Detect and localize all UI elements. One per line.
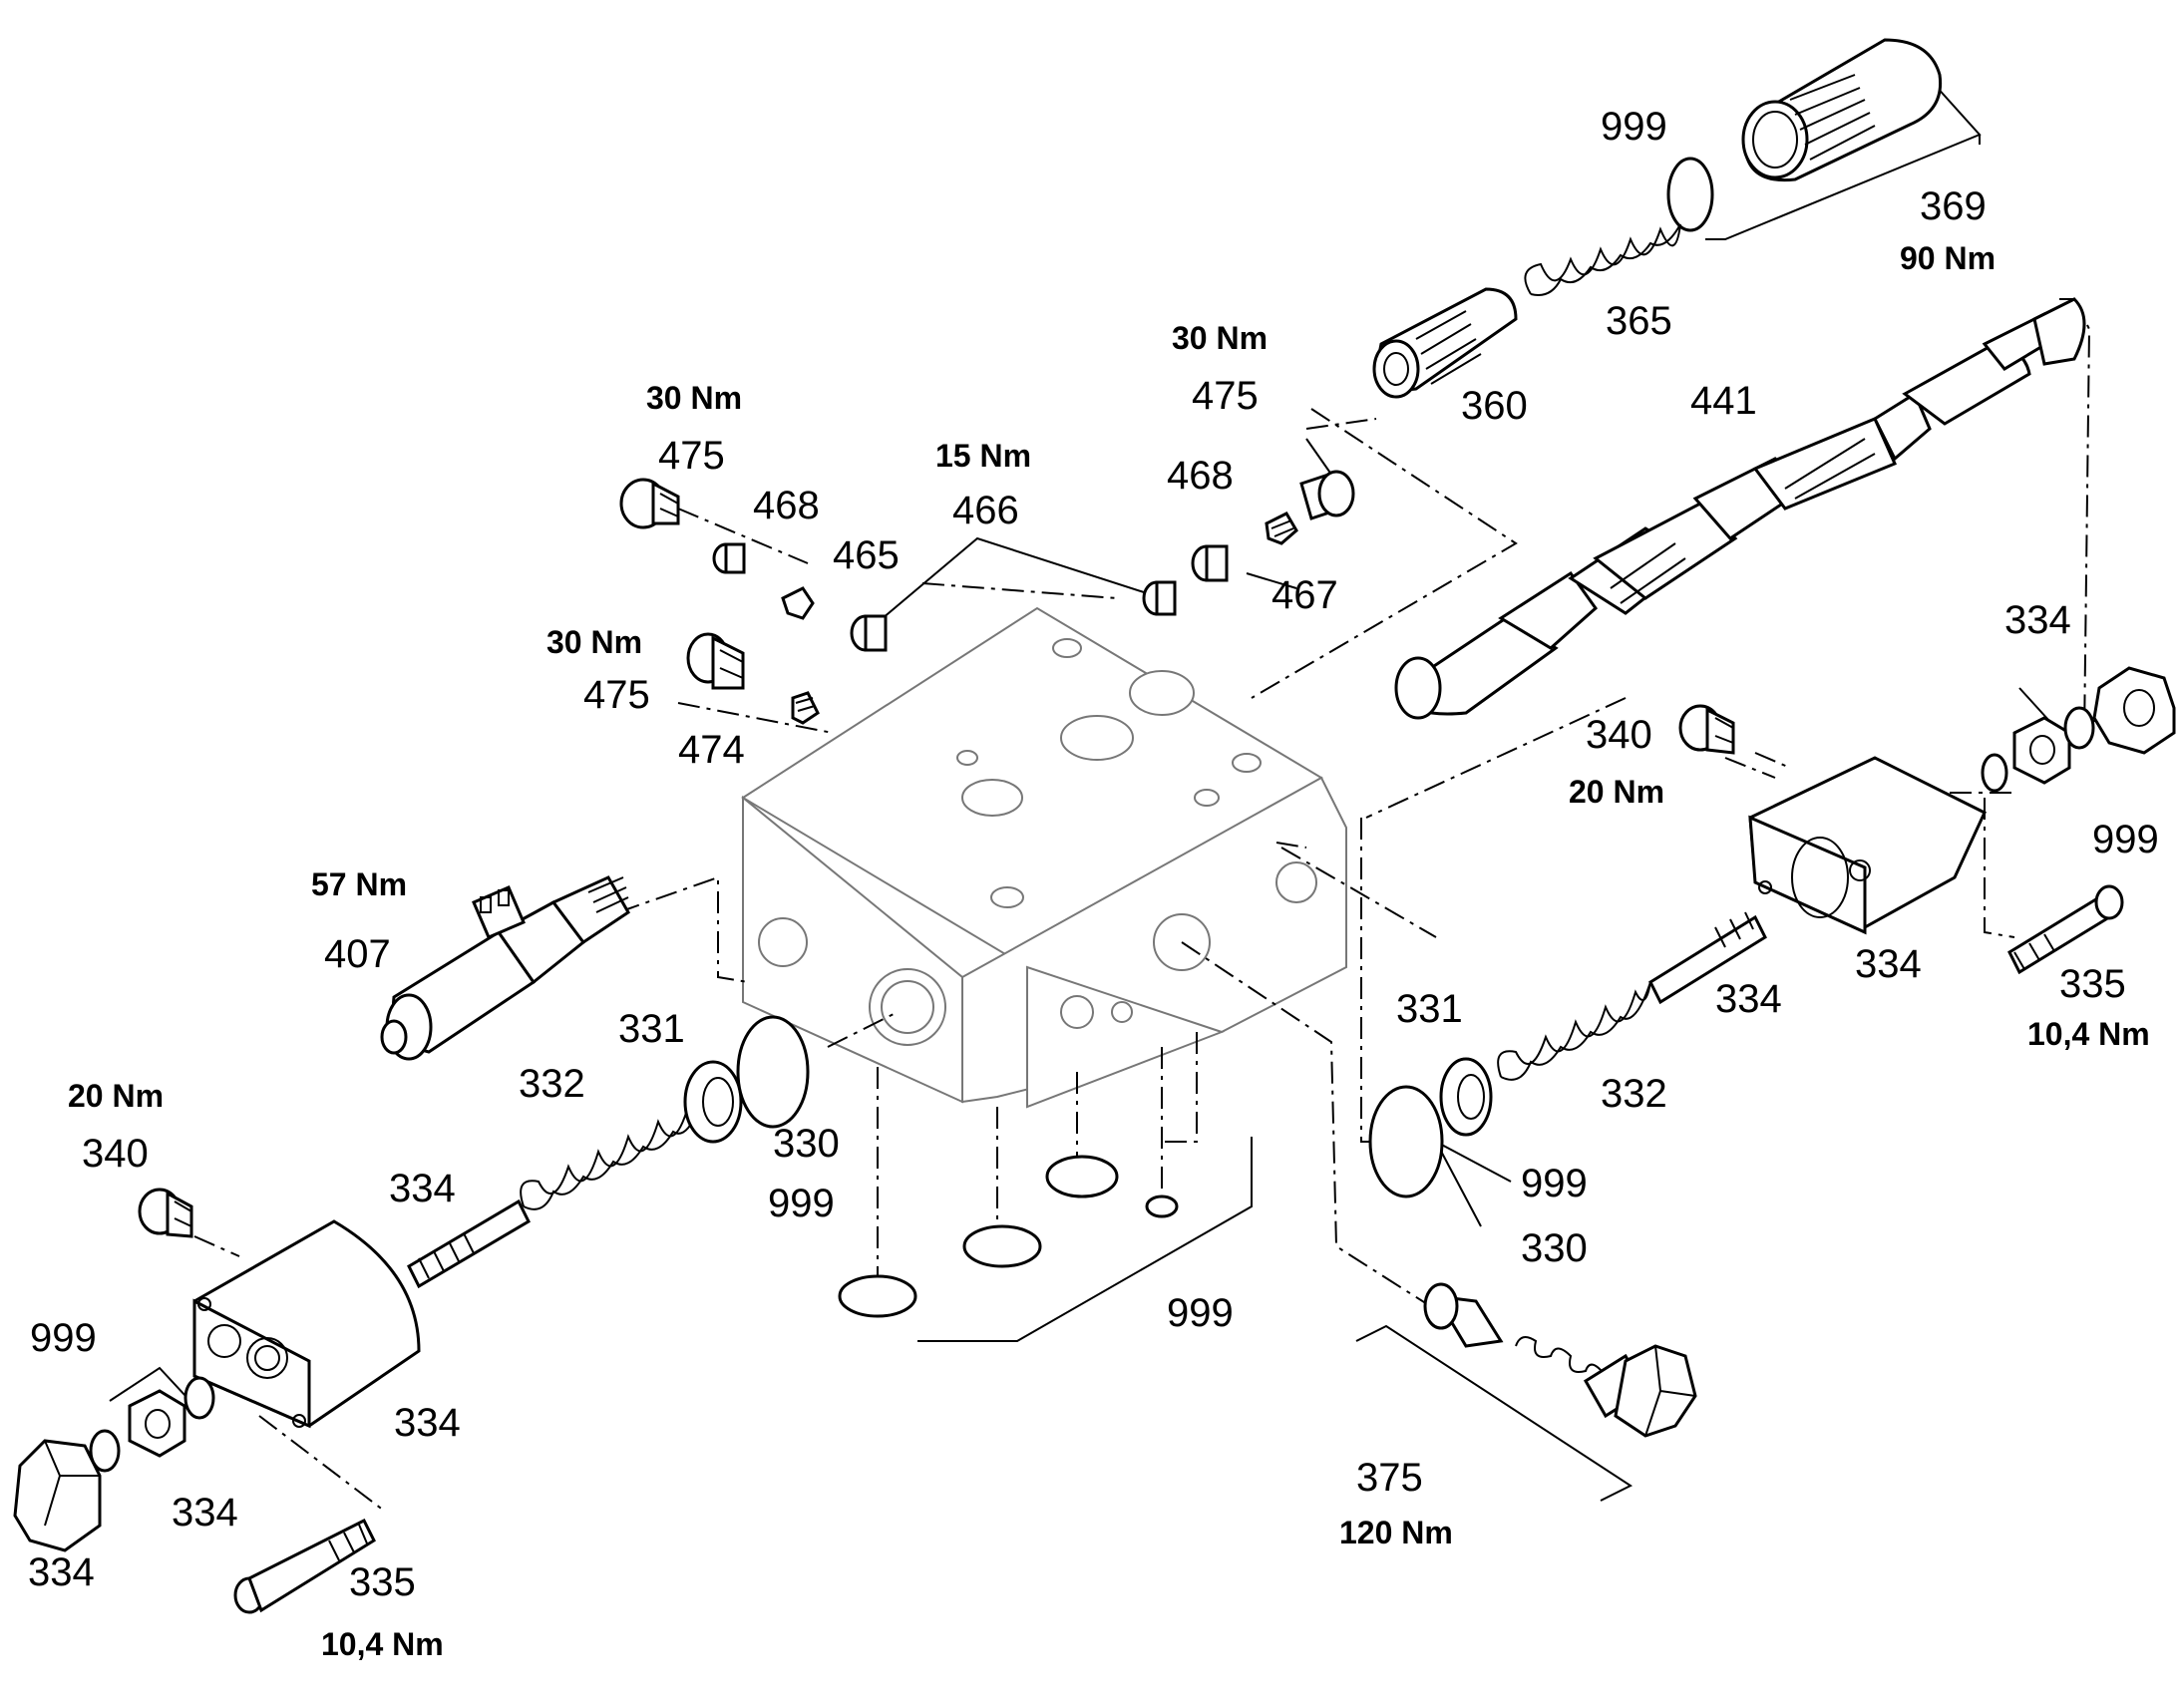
plug-475-left-top [619, 478, 680, 529]
plug-468-left [712, 542, 746, 574]
label-999: 999 [768, 1182, 835, 1225]
valve-block-housing [741, 606, 1347, 1109]
label-466: 466 [952, 489, 1019, 532]
o-ring-999-right-a [1981, 753, 2008, 793]
label-360: 360 [1461, 384, 1528, 428]
part-number-labels: 999 369 365 360 441 475 468 465 466 475 … [28, 105, 2159, 1604]
torque-20nm: 20 Nm [68, 1078, 164, 1114]
label-334: 334 [1855, 942, 1922, 986]
valve-sleeve-360 [1372, 287, 1518, 399]
label-999: 999 [1521, 1162, 1588, 1205]
label-999: 999 [1601, 105, 1667, 149]
label-334: 334 [1715, 977, 1782, 1021]
label-468: 468 [753, 484, 820, 527]
spring-375 [1515, 1336, 1607, 1377]
nut-334-left-large [13, 1439, 102, 1552]
label-330: 330 [773, 1122, 840, 1166]
label-334: 334 [2004, 598, 2071, 642]
spring-365 [1524, 223, 1681, 296]
torque-30nm: 30 Nm [1172, 320, 1268, 356]
o-ring-330-right [1368, 1085, 1444, 1198]
plug-467 [1191, 544, 1229, 582]
screw-335-right [2007, 884, 2124, 975]
label-468: 468 [1167, 454, 1234, 498]
torque-30nm: 30 Nm [546, 624, 642, 660]
label-369: 369 [1920, 184, 1987, 228]
label-332: 332 [1601, 1072, 1667, 1116]
label-467: 467 [1272, 573, 1338, 617]
label-330: 330 [1521, 1226, 1588, 1270]
label-375: 375 [1356, 1456, 1423, 1500]
pin-334-right [1648, 911, 1767, 1005]
torque-15nm: 15 Nm [935, 438, 1031, 474]
o-ring-999-bottom-b [962, 1224, 1042, 1268]
plug-369 [1741, 38, 1943, 182]
o-ring-999-bottom-a [838, 1274, 917, 1318]
torque-30nm: 30 Nm [646, 380, 742, 416]
screw-340-left [138, 1188, 193, 1238]
plug-475-left-mid [686, 632, 745, 690]
o-ring-330-left [736, 1015, 810, 1129]
solenoid-valve-407 [380, 875, 630, 1061]
washer-331-right [1439, 1057, 1493, 1137]
torque-90nm: 90 Nm [1900, 240, 1996, 276]
torque-labels: 90 Nm 30 Nm 30 Nm 15 Nm 30 Nm 57 Nm 20 N… [68, 240, 2150, 1662]
plug-375 [1583, 1344, 1697, 1438]
label-475: 475 [1192, 374, 1259, 418]
plug-465 [850, 614, 888, 652]
screw-335-left [233, 1518, 376, 1614]
o-ring-999-left-b [183, 1376, 215, 1420]
label-334: 334 [172, 1491, 238, 1535]
label-475: 475 [658, 434, 725, 478]
label-465: 465 [833, 533, 900, 577]
label-335: 335 [2059, 962, 2126, 1006]
spring-332-right [1497, 981, 1651, 1081]
torque-20nm: 20 Nm [1569, 774, 1664, 810]
plug-475-right [1299, 470, 1355, 520]
torque-10-4nm: 10,4 Nm [2027, 1016, 2150, 1052]
spring-332-left [520, 1096, 704, 1210]
label-365: 365 [1606, 299, 1672, 343]
label-441: 441 [1690, 379, 1757, 423]
o-ring-999-left-a [89, 1429, 121, 1473]
torque-10-4nm: 10,4 Nm [321, 1626, 444, 1662]
torque-57nm: 57 Nm [311, 866, 407, 902]
washer-331-left [683, 1060, 743, 1144]
valve-spool-441 [1394, 297, 2086, 720]
label-340: 340 [1586, 713, 1652, 757]
pin-468-right [1265, 512, 1298, 545]
label-334: 334 [28, 1550, 95, 1594]
pin-left [781, 586, 815, 620]
label-332: 332 [519, 1062, 585, 1106]
torque-120nm: 120 Nm [1339, 1515, 1453, 1550]
pin-474 [791, 691, 820, 725]
label-475: 475 [583, 673, 650, 717]
label-335: 335 [349, 1560, 416, 1604]
o-ring-999-top [1666, 157, 1714, 232]
label-407: 407 [324, 932, 391, 976]
end-cover-334-left [192, 1219, 421, 1429]
sleeve-375 [1423, 1282, 1504, 1348]
label-331: 331 [618, 1007, 685, 1051]
label-334: 334 [394, 1401, 461, 1445]
label-340: 340 [82, 1132, 149, 1176]
nut-334-right-large [2092, 666, 2176, 755]
nut-334-left-small [128, 1389, 186, 1458]
pin-334-left [407, 1198, 531, 1289]
label-334: 334 [389, 1167, 456, 1210]
label-999: 999 [30, 1316, 97, 1360]
plug-466 [1142, 580, 1177, 616]
o-ring-999-bottom-d [1145, 1195, 1179, 1218]
screw-340-right [1678, 704, 1735, 755]
o-ring-999-right-b [2063, 706, 2095, 750]
label-999: 999 [1167, 1291, 1234, 1335]
end-cover-334-right [1748, 756, 1987, 935]
label-474: 474 [678, 728, 745, 772]
label-331: 331 [1396, 987, 1463, 1031]
o-ring-999-bottom-c [1045, 1155, 1119, 1198]
nut-334-right-small [2012, 716, 2071, 785]
label-999: 999 [2092, 818, 2159, 861]
